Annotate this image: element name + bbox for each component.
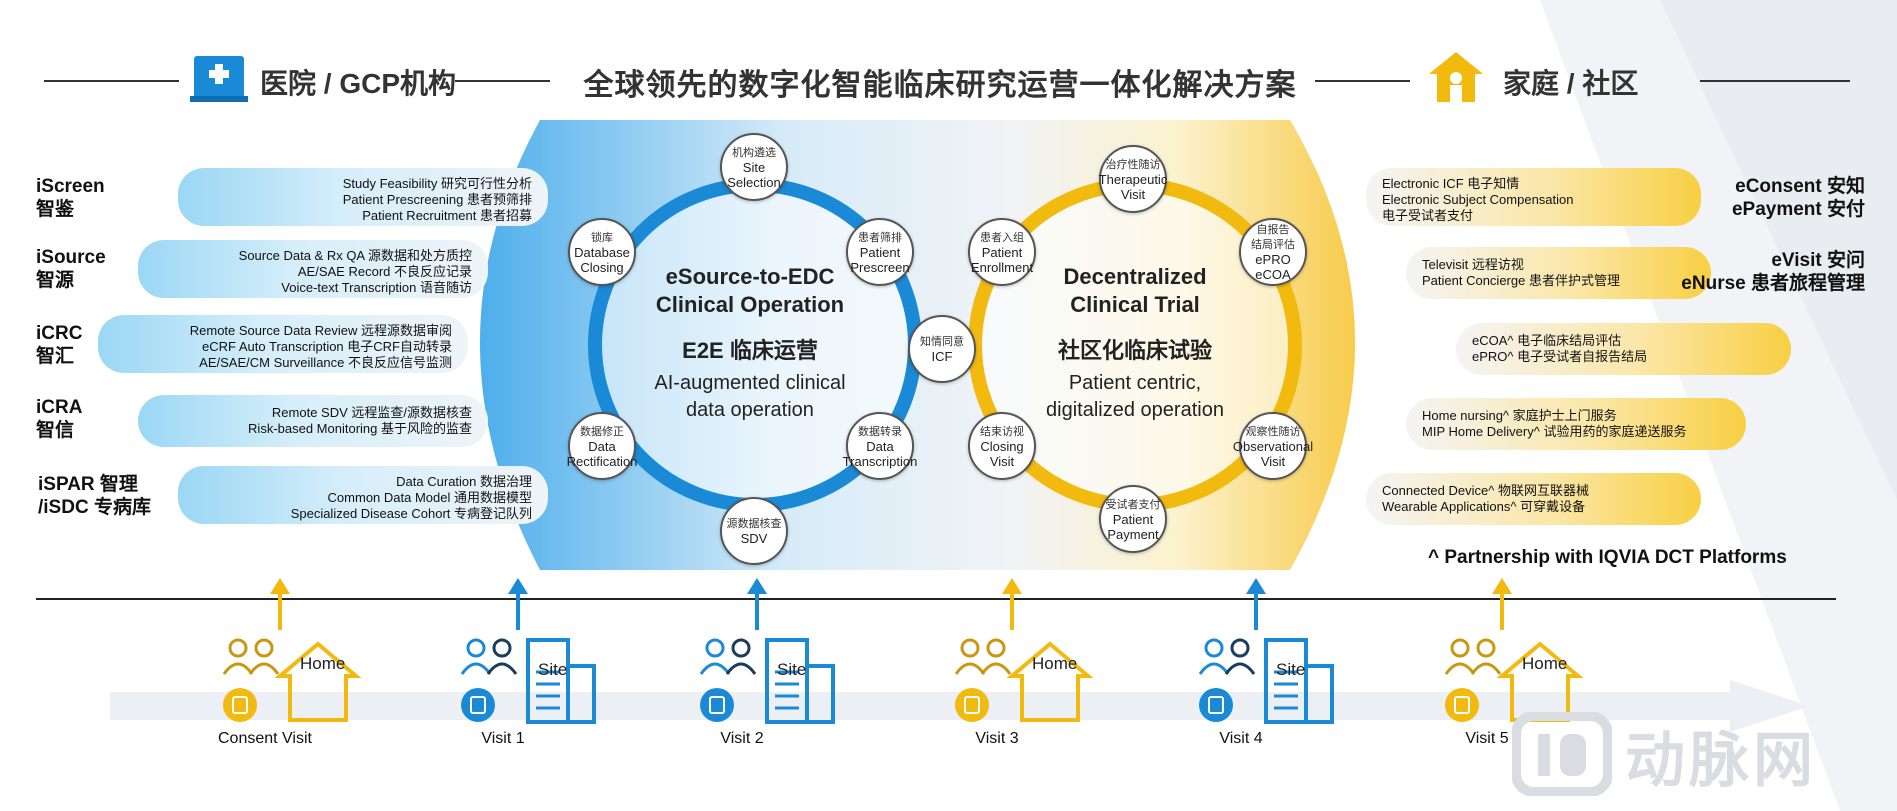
e2e-sub-2: data operation [686, 399, 814, 421]
module-label-ispar: iSPAR 智理 /iSDC 专病库 [38, 474, 151, 518]
site-visit-icon-5 [1198, 638, 1334, 724]
site-visit-icon-2 [460, 638, 596, 724]
dct-sub-1: Patient centric, [1068, 372, 1202, 394]
watermark-logo-icon [1512, 712, 1612, 796]
visit-place-1: Home [300, 654, 346, 673]
home-visit-icon-4 [954, 638, 1094, 722]
dct-title-1: Decentralized [1063, 264, 1207, 289]
header-line-mid-left [455, 80, 550, 82]
visit-place-4: Home [1032, 654, 1078, 673]
watermark-text: 动脉网 [1625, 727, 1817, 794]
module-label-icra: iCRA 智信 [36, 397, 83, 441]
e2e-sub-1: AI-augmented clinical [654, 372, 846, 394]
dct-sub-2: digitalized operation [1046, 399, 1224, 421]
visit-place-2: Site [538, 660, 568, 679]
visit-label-2: Visit 1 [481, 730, 525, 747]
module-label-econsent: eConsent 安知 ePayment 安付 [1731, 176, 1865, 220]
timeline-line [36, 598, 1836, 600]
e2e-title-3: E2E 临床运营 [682, 338, 818, 363]
visit-label-4: Visit 3 [975, 730, 1019, 747]
visit-label-1: Consent Visit [218, 730, 312, 747]
home-label: 家庭 / 社区 [1503, 68, 1639, 99]
partnership-note: ^ Partnership with IQVIA DCT Platforms [1428, 547, 1787, 568]
dct-title-2: Clinical Trial [1070, 292, 1200, 317]
visit-place-5: Site [1276, 660, 1306, 679]
module-label-icrc: iCRC 智汇 [36, 323, 83, 367]
dct-title-3: 社区化临床试验 [1057, 338, 1212, 363]
e2e-title-1: eSource-to-EDC [665, 264, 835, 289]
visit-place-6: Home [1522, 654, 1568, 673]
visit-label-5: Visit 4 [1219, 730, 1263, 747]
page-title: 全球领先的数字化智能临床研究运营一体化解决方案 [583, 69, 1297, 102]
visit-place-3: Site [777, 660, 807, 679]
home-icon [1429, 52, 1483, 102]
hospital-icon [190, 56, 248, 102]
home-visit-icon-1 [222, 638, 362, 722]
visit-label-3: Visit 2 [720, 730, 764, 747]
module-label-isource: iSource 智源 [36, 247, 106, 291]
hospital-label: 医院 / GCP机构 [260, 68, 457, 99]
site-visit-icon-3 [699, 638, 835, 724]
header-line-right [1700, 80, 1850, 82]
header-line-left [44, 80, 179, 82]
e2e-title-2: Clinical Operation [655, 292, 845, 317]
module-label-evisit: eVisit 安问 eNurse 患者旅程管理 [1681, 250, 1865, 294]
module-label-iscreen: iScreen 智鉴 [36, 176, 105, 220]
header-line-mid-right [1315, 80, 1410, 82]
visit-label-6: Visit 5 [1465, 730, 1509, 747]
